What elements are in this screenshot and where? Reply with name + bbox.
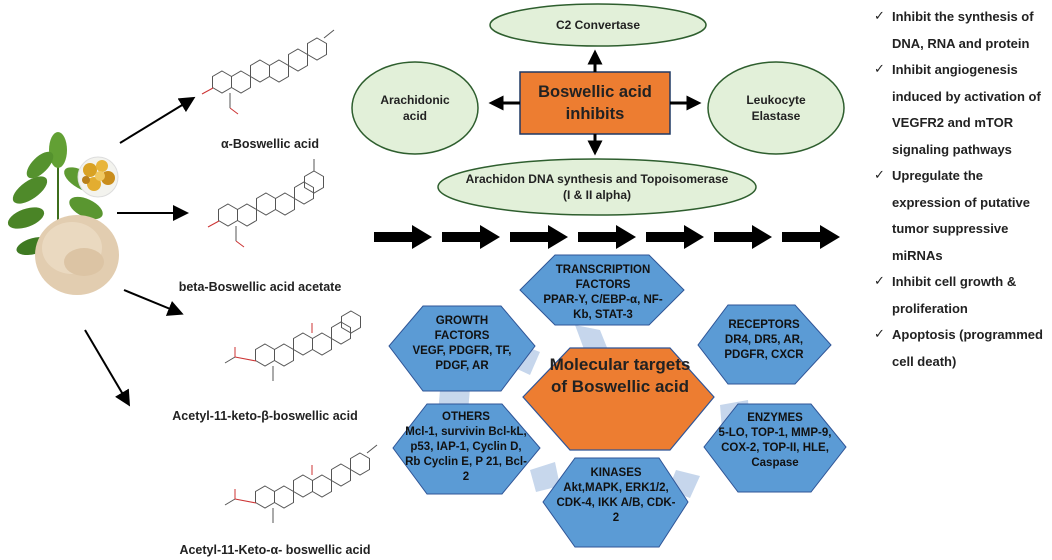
effects-list: ✓ Inhibit the synthesis of DNA, RNA and p… — [874, 4, 1052, 375]
effect-text: Apoptosis (programmed cell death) — [892, 327, 1043, 369]
effect-item: ✓ Inhibit cell growth & proliferation — [874, 269, 1052, 322]
hex-growth — [388, 305, 536, 392]
others-items: Mcl-1, survivin Bcl-kL, p53, IAP-1, Cycl… — [405, 426, 527, 483]
compound-label-beta: beta-Boswellic acid acetate — [178, 280, 342, 294]
hex-transcription — [519, 254, 685, 326]
ellipse-arachidonic-acid — [351, 61, 479, 155]
compound-label-alpha: α-Boswellic acid — [221, 137, 319, 151]
effect-text: Upregulate the expression of putative tu… — [892, 168, 1030, 263]
receptors-title: RECEPTORS — [728, 319, 800, 331]
enzymes-title: ENZYMES — [747, 412, 803, 424]
receptors-items: DR4, DR5, AR, PDGFR, CXCR — [724, 334, 804, 361]
inhibits-diagram — [351, 3, 845, 216]
transcription-label: TRANSCRIPTION FACTORS PPAR-Υ, C/EBP-α, N… — [528, 263, 678, 323]
arrow-to-akaba-icon — [84, 329, 131, 407]
growth-items: VEGF, PDGFR, TF, PDGF, AR — [412, 345, 512, 372]
ellipse-leukocyte-elastase — [707, 61, 845, 155]
transcription-items: PPAR-Υ, C/EBP-α, NF-Kb, STAT-3 — [543, 294, 663, 321]
hex-center — [522, 347, 715, 451]
akba-molecule-icon — [224, 310, 361, 381]
effect-item: ✓ Inhibit the synthesis of DNA, RNA and p… — [874, 4, 1052, 57]
effect-item: ✓ Upregulate the expression of putative t… — [874, 163, 1052, 269]
check-icon: ✓ — [874, 327, 885, 342]
hex-others — [392, 403, 541, 495]
ellipse-arachidon-dna — [437, 158, 757, 216]
arrow-right-icon — [578, 225, 636, 249]
compound-label-akaba: Acetyl-11-Keto-α- boswellic acid — [179, 543, 371, 557]
hex-receptors — [697, 304, 832, 385]
effect-text: Inhibit angiogenesis induced by activati… — [892, 62, 1041, 157]
others-title: OTHERS — [442, 411, 490, 423]
growth-title: GROWTH FACTORS — [434, 315, 490, 342]
beta-boswellic-acetate-molecule-icon — [207, 159, 324, 248]
growth-label: GROWTH FACTORS VEGF, PDGFR, TF, PDGF, AR — [398, 314, 526, 374]
hex-kinases — [542, 457, 689, 548]
frankincense-resin-icon — [77, 156, 119, 198]
effect-item: ✓ Inhibit angiogenesis induced by activat… — [874, 57, 1052, 163]
arrow-right-icon — [442, 225, 500, 249]
kinases-title: KINASES — [590, 467, 642, 479]
transcription-title: TRANSCRIPTION FACTORS — [555, 264, 651, 291]
arrow-right-icon — [374, 225, 432, 249]
arrow-right-icon — [782, 225, 840, 249]
arachidon-dna-label: Arachidon DNA synthesis and Topoisomeras… — [465, 172, 729, 202]
check-icon: ✓ — [874, 274, 885, 289]
check-icon: ✓ — [874, 9, 885, 24]
arrow-right-icon — [646, 225, 704, 249]
targets-cluster — [388, 254, 847, 548]
effect-text: Inhibit cell growth & proliferation — [892, 274, 1017, 316]
arachidonic-acid-label: Arachidonic acid — [380, 93, 450, 123]
compound-label-akba: Acetyl-11-keto-β-boswellic acid — [172, 409, 358, 423]
molecular-targets-label: Molecular targets of Boswellic acid — [549, 355, 691, 396]
enzymes-label: ENZYMES 5-LO, TOP-1, MMP-9, COX-2, TOP-I… — [714, 411, 836, 471]
effect-text: Inhibit the synthesis of DNA, RNA and pr… — [892, 9, 1034, 51]
arrow-right-icon — [510, 225, 568, 249]
receptors-label: RECEPTORS DR4, DR5, AR, PDGFR, CXCR — [712, 318, 816, 363]
effect-item: ✓ Apoptosis (programmed cell death) — [874, 322, 1052, 375]
ellipse-c2-convertase — [489, 3, 707, 47]
others-label: OTHERS Mcl-1, survivin Bcl-kL, p53, IAP-… — [404, 410, 528, 485]
boswellic-inhibits-label: Boswellic acid inhibits — [538, 83, 652, 123]
c2-convertase-label: C2 Convertase — [555, 18, 641, 32]
check-icon: ✓ — [874, 62, 885, 77]
arrow-row — [374, 225, 840, 249]
alpha-boswellic-molecule-icon — [201, 29, 335, 115]
kinases-label: KINASES Akt,MAPK, ERK1/2, CDK-4, IKK A/B… — [556, 466, 676, 526]
arrow-to-akba-icon — [123, 289, 184, 316]
akaba-molecule-icon — [224, 444, 378, 523]
arrow-to-alpha-icon — [119, 96, 196, 144]
kinases-items: Akt,MAPK, ERK1/2, CDK-4, IKK A/B, CDK-2 — [556, 482, 676, 524]
enzymes-items: 5-LO, TOP-1, MMP-9, COX-2, TOP-II, HLE, … — [718, 427, 832, 469]
check-icon: ✓ — [874, 168, 885, 183]
arrow-right-icon — [714, 225, 772, 249]
hex-enzymes — [703, 403, 847, 493]
boswellia-powder-icon — [35, 215, 119, 295]
boswellic-inhibits-box — [519, 71, 671, 135]
source-arrows — [84, 96, 196, 407]
leukocyte-elastase-label: Leukocyte Elastase — [746, 93, 806, 123]
